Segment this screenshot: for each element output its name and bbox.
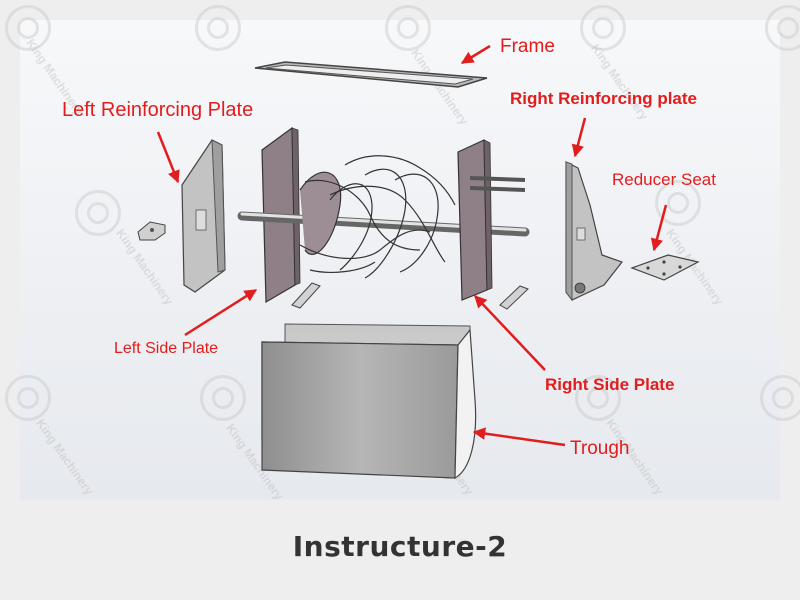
label-trough: Trough bbox=[570, 438, 630, 459]
callout-arrows bbox=[156, 44, 668, 447]
watermark-logo-icon bbox=[5, 5, 51, 51]
arrow-left-side-plate bbox=[184, 288, 258, 337]
watermark-logo-icon bbox=[575, 375, 621, 421]
label-left-reinforcing-plate: Left Reinforcing Plate bbox=[62, 99, 254, 121]
watermark-logo-icon bbox=[200, 375, 246, 421]
watermark-logo-icon bbox=[760, 375, 800, 421]
ribbon-agitator-part bbox=[299, 155, 456, 279]
label-right-side-plate: Right Side Plate bbox=[545, 375, 675, 394]
left-reinforcing-plate-part bbox=[181, 139, 226, 293]
trough-part bbox=[261, 323, 477, 480]
right-side-plate-part bbox=[457, 139, 526, 301]
label-reducer-seat: Reducer Seat bbox=[612, 170, 716, 189]
bracket-part-left bbox=[137, 221, 166, 241]
label-left-side-plate: Left Side Plate bbox=[114, 340, 219, 357]
watermark-logo-icon bbox=[765, 5, 800, 51]
arrow-right-reinforcing-plate bbox=[571, 117, 587, 158]
arrow-reducer-seat bbox=[650, 204, 668, 252]
watermark-logo-icon bbox=[580, 5, 626, 51]
right-reinforcing-plate-part bbox=[565, 161, 623, 302]
watermark-logo-icon bbox=[75, 190, 121, 236]
watermark-logo-icon bbox=[195, 5, 241, 51]
arrow-left-reinforcing-plate bbox=[156, 131, 180, 184]
watermark-logo-icon bbox=[655, 180, 701, 226]
reducer-seat-part bbox=[630, 254, 700, 281]
arrow-right-side-plate bbox=[474, 295, 546, 371]
bar-part bbox=[291, 282, 529, 310]
label-frame: Frame bbox=[500, 36, 555, 57]
arrow-trough bbox=[472, 427, 566, 447]
watermark-logo-icon bbox=[5, 375, 51, 421]
page-caption: Instructure-2 bbox=[292, 530, 508, 563]
label-right-reinforcing-plate: Right Reinforcing plate bbox=[510, 89, 697, 108]
frame-part bbox=[254, 61, 488, 88]
watermark-logo-icon bbox=[385, 5, 431, 51]
arrow-frame bbox=[460, 44, 491, 65]
